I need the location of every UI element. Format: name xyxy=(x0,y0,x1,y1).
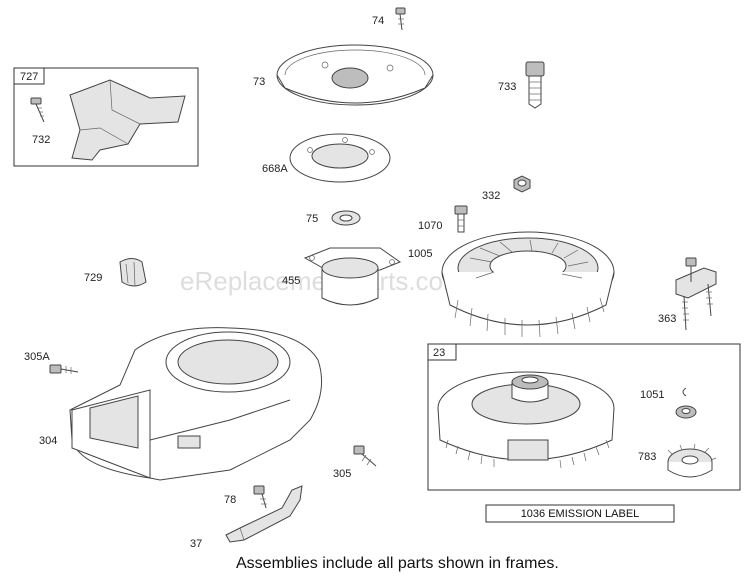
air-guide-37 xyxy=(225,485,303,543)
bolt-733-icon xyxy=(525,61,545,109)
screw-732-icon xyxy=(30,97,45,123)
screw-305-icon xyxy=(353,445,377,467)
label-783: 783 xyxy=(638,451,656,463)
label-332: 332 xyxy=(482,190,500,202)
bracket-363 xyxy=(675,257,717,331)
label-732: 732 xyxy=(32,134,50,146)
screen-grille xyxy=(331,67,369,89)
label-37: 37 xyxy=(190,538,202,550)
blower-housing-304 xyxy=(69,327,323,481)
screw-305a-icon xyxy=(49,364,79,374)
label-729: 729 xyxy=(84,272,102,284)
label-78: 78 xyxy=(224,494,236,506)
label-1070: 1070 xyxy=(418,220,442,232)
frame-23: 23 xyxy=(427,343,741,491)
housing-label-area xyxy=(89,395,139,449)
flywheel xyxy=(437,371,615,469)
fan-1005 xyxy=(441,231,615,338)
ring-668a xyxy=(289,133,391,183)
label-305: 305 xyxy=(333,468,351,480)
emission-label-box: 1036 EMISSION LABEL xyxy=(485,504,675,523)
emission-label-text: 1036 EMISSION LABEL xyxy=(521,508,640,520)
label-363: 363 xyxy=(658,313,676,325)
gear-783-icon xyxy=(667,443,717,478)
label-1051: 1051 xyxy=(640,389,664,401)
label-23: 23 xyxy=(433,347,445,359)
label-455: 455 xyxy=(282,275,300,287)
label-305a: 305A xyxy=(24,351,50,363)
label-75: 75 xyxy=(306,213,318,225)
label-304: 304 xyxy=(39,435,57,447)
label-733: 733 xyxy=(498,81,516,93)
baffle-part xyxy=(69,79,186,161)
rotating-screen-73 xyxy=(276,44,434,106)
screw-1070-icon xyxy=(454,205,468,233)
nut-332-icon xyxy=(513,175,531,193)
washer-75-icon xyxy=(331,210,361,226)
label-73: 73 xyxy=(253,76,265,88)
screw-78-icon xyxy=(253,485,267,509)
label-727: 727 xyxy=(20,71,38,83)
label-74: 74 xyxy=(372,15,384,27)
grommet-729-icon xyxy=(119,258,147,287)
clip-1051-icon xyxy=(675,387,697,419)
screw-74-icon xyxy=(395,7,406,31)
footer-note: Assemblies include all parts shown in fr… xyxy=(236,555,559,572)
frame-727: 727 732 xyxy=(13,67,199,167)
label-1005: 1005 xyxy=(408,248,432,260)
starter-cup-455 xyxy=(303,247,402,306)
label-668a: 668A xyxy=(262,163,288,175)
